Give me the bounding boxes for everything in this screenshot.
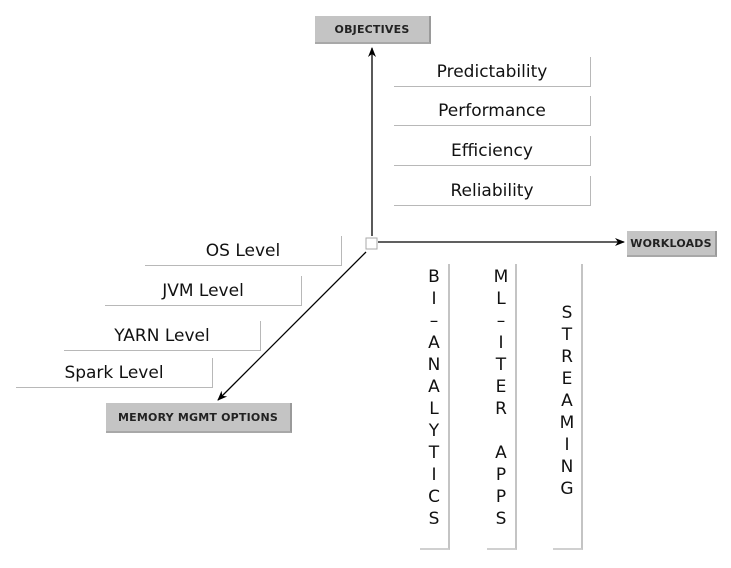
workload-letter	[486, 420, 516, 442]
workload-letter: A	[428, 377, 440, 397]
workload-letter: C	[428, 487, 440, 507]
objectives-axis-label: OBJECTIVES	[315, 16, 431, 44]
memory-level-item: YARN Level	[64, 321, 261, 351]
memory-level-item: Spark Level	[16, 358, 213, 388]
workload-letter: L	[429, 399, 439, 419]
workload-letter: R	[561, 347, 573, 367]
workload-letter: A	[428, 333, 440, 353]
workload-letter: I	[431, 465, 437, 485]
workload-letter: I	[498, 333, 504, 353]
workload-letter: B	[428, 267, 440, 287]
workload-letter: Y	[428, 421, 440, 441]
workload-letter: S	[495, 509, 507, 529]
origin-box	[365, 237, 378, 250]
memory-level-item: OS Level	[145, 236, 342, 266]
workload-letter: T	[428, 443, 440, 463]
workload-letter: I	[564, 435, 570, 455]
workload-letter: E	[495, 377, 507, 397]
workload-letter: M	[493, 267, 509, 287]
memory-axis-label: MEMORY MGMT OPTIONS	[106, 403, 292, 433]
workload-letter: S	[561, 303, 573, 323]
objective-item: Performance	[394, 96, 591, 126]
workload-letter: N	[560, 457, 574, 477]
objective-item: Predictability	[394, 57, 591, 87]
workload-letter: T	[495, 355, 507, 375]
workload-letter: G	[560, 479, 574, 499]
workload-letter: L	[496, 289, 506, 309]
objective-item: Efficiency	[394, 136, 591, 166]
workload-letter: R	[495, 399, 507, 419]
workloads-axis-label: WORKLOADS	[627, 231, 717, 257]
workload-letter: –	[496, 311, 506, 331]
memory-level-item: JVM Level	[105, 276, 302, 306]
workload-letter: E	[561, 369, 573, 389]
workload-letter: P	[495, 487, 507, 507]
workload-letter: A	[495, 443, 507, 463]
workload-letter: N	[427, 355, 441, 375]
workload-letter: P	[495, 465, 507, 485]
workload-letter: T	[561, 325, 573, 345]
workload-letter: A	[561, 391, 573, 411]
workload-letter: I	[431, 289, 437, 309]
workload-letter: S	[428, 509, 440, 529]
workload-letter: –	[429, 311, 439, 331]
workload-letter: M	[559, 413, 575, 433]
memory-axis	[217, 251, 367, 401]
objective-item: Reliability	[394, 176, 591, 206]
